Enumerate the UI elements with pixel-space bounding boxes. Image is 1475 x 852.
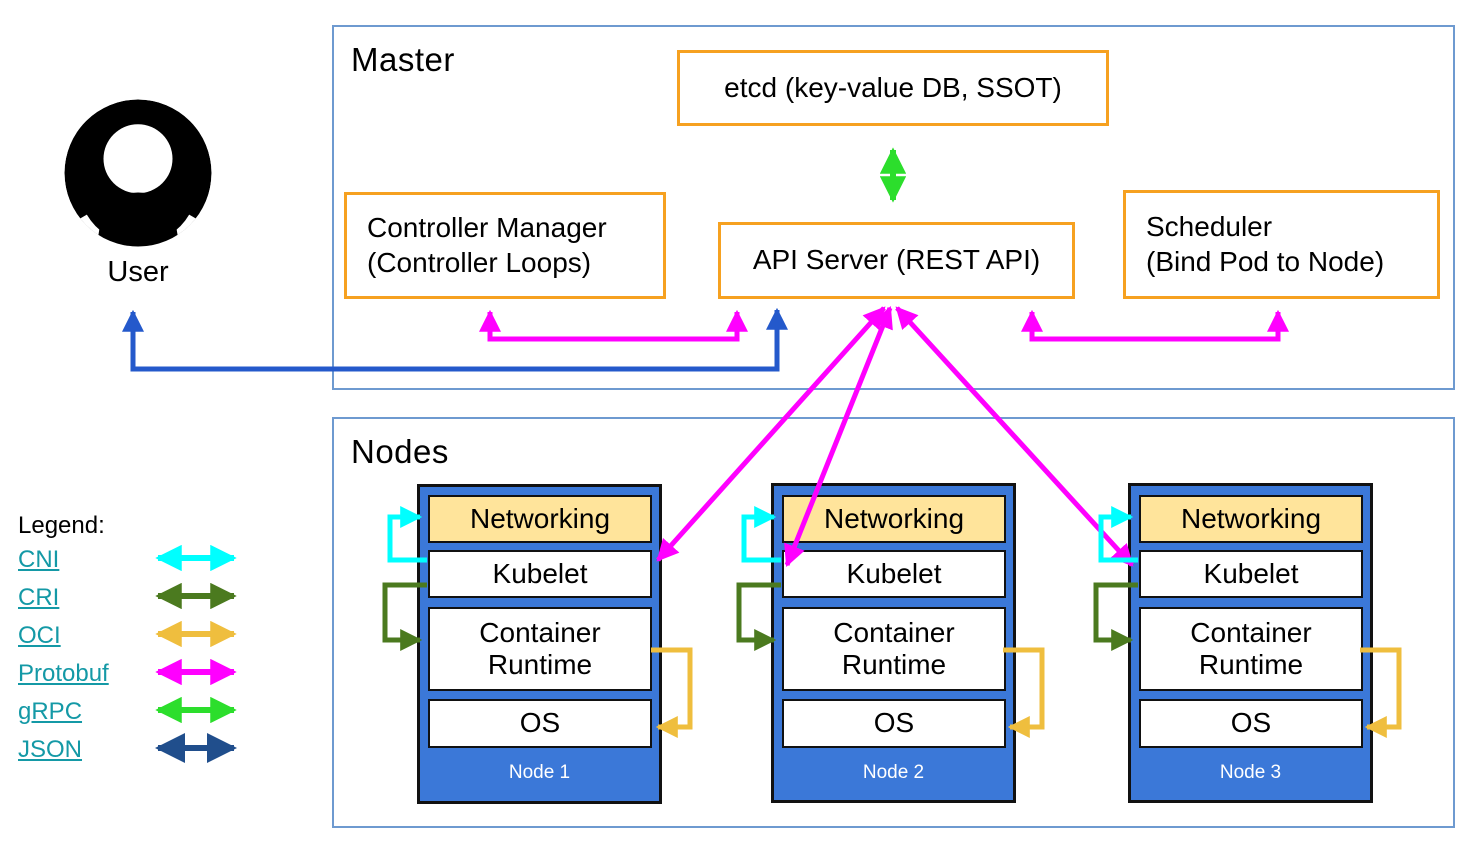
- node1-os-layer: OS: [428, 699, 652, 748]
- controller-manager-line2: (Controller Loops): [367, 246, 592, 278]
- controller-manager-line1: Controller Manager: [367, 212, 607, 244]
- node1-networking-label: Networking: [469, 502, 611, 534]
- node2-kubelet-label: Kubelet: [846, 557, 942, 589]
- etcd-label: etcd (key-value DB, SSOT): [724, 71, 1062, 103]
- user-label: User: [107, 256, 169, 288]
- node2-name: Node 2: [862, 762, 925, 783]
- legend-item-cni: CNI: [18, 541, 59, 579]
- node3-name: Node 3: [1219, 762, 1282, 783]
- api-server-label: API Server (REST API): [752, 244, 1041, 276]
- legend-link-json[interactable]: JSON: [18, 736, 83, 763]
- node2-kubelet-layer: Kubelet: [782, 550, 1006, 598]
- node2-container-runtime-label: Container Runtime: [833, 616, 955, 680]
- legend-item-oci: OCI: [18, 617, 61, 655]
- controller-manager-label: Controller Manager (Controller Loops): [367, 211, 607, 279]
- node1-kubelet-label: Kubelet: [492, 557, 588, 589]
- node3-container-runtime-layer: Container Runtime: [1139, 607, 1363, 691]
- legend-title: Legend:: [18, 512, 105, 539]
- node2-container-runtime-layer: Container Runtime: [782, 607, 1006, 691]
- legend: Legend:: [18, 512, 318, 546]
- node2-networking-layer: Networking: [782, 495, 1006, 543]
- user-avatar-icon: [64, 99, 212, 247]
- legend-link-grpc[interactable]: gRPC: [18, 698, 83, 725]
- scheduler-line2: (Bind Pod to Node): [1146, 245, 1385, 277]
- node2-os-label: OS: [873, 707, 915, 739]
- node3-os-label: OS: [1230, 707, 1272, 739]
- etcd-box: etcd (key-value DB, SSOT): [677, 50, 1109, 126]
- node-1: Networking Kubelet Container Runtime OS …: [417, 484, 662, 804]
- node3-os-layer: OS: [1139, 699, 1363, 748]
- node1-container-runtime-label: Container Runtime: [479, 616, 601, 680]
- node1-os-label: OS: [519, 707, 561, 739]
- scheduler-box: Scheduler (Bind Pod to Node): [1123, 190, 1440, 299]
- legend-item-json: JSON: [18, 731, 82, 769]
- node2-os-layer: OS: [782, 699, 1006, 748]
- node2-networking-label: Networking: [823, 502, 965, 534]
- legend-item-grpc: gRPC: [18, 693, 82, 731]
- node1-kubelet-layer: Kubelet: [428, 550, 652, 598]
- master-panel-title: Master: [351, 41, 455, 78]
- legend-item-cri: CRI: [18, 579, 59, 617]
- legend-link-cni[interactable]: CNI: [18, 546, 60, 573]
- legend-link-oci[interactable]: OCI: [18, 622, 61, 649]
- node3-container-runtime-label: Container Runtime: [1190, 616, 1312, 680]
- legend-item-protobuf: Protobuf: [18, 655, 109, 693]
- legend-link-cri[interactable]: CRI: [18, 584, 60, 611]
- legend-link-protobuf[interactable]: Protobuf: [18, 660, 109, 687]
- node3-networking-layer: Networking: [1139, 495, 1363, 543]
- node1-networking-layer: Networking: [428, 495, 652, 543]
- node-2: Networking Kubelet Container Runtime OS …: [771, 483, 1016, 803]
- node1-name: Node 1: [508, 762, 571, 783]
- node3-kubelet-label: Kubelet: [1203, 557, 1299, 589]
- controller-manager-box: Controller Manager (Controller Loops): [344, 192, 666, 299]
- node1-container-runtime-layer: Container Runtime: [428, 607, 652, 691]
- node-3: Networking Kubelet Container Runtime OS …: [1128, 483, 1373, 803]
- scheduler-line1: Scheduler: [1146, 211, 1273, 243]
- nodes-panel-title: Nodes: [351, 433, 449, 470]
- api-server-box: API Server (REST API): [718, 222, 1075, 299]
- scheduler-label: Scheduler (Bind Pod to Node): [1146, 210, 1384, 278]
- node3-networking-label: Networking: [1180, 502, 1322, 534]
- node3-kubelet-layer: Kubelet: [1139, 550, 1363, 598]
